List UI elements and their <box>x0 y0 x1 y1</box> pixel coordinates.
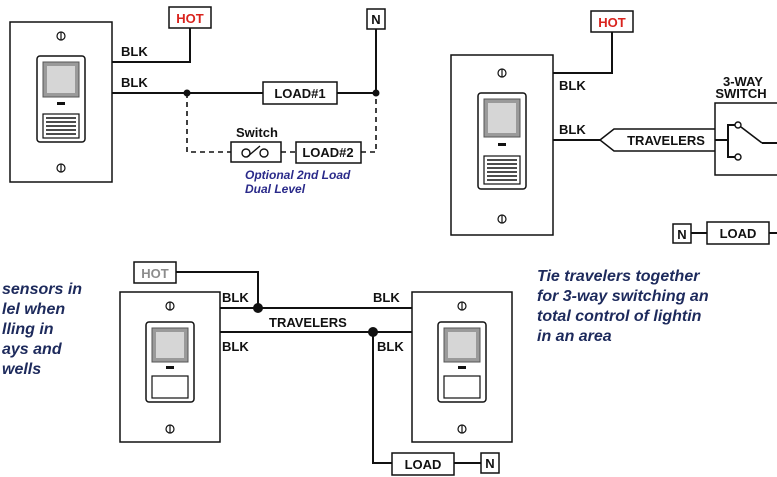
wire-hot-1 <box>112 28 191 63</box>
sensor-switch-4 <box>411 291 513 443</box>
hot-label-3: HOT <box>141 266 169 281</box>
wire-label-blk-2-bottom: BLK <box>559 122 586 137</box>
wire-label-blk-top: BLK <box>121 44 148 59</box>
caption-left-line4: ays and <box>2 341 63 358</box>
load-box-2: LOAD <box>706 221 770 245</box>
travelers-label-3: TRAVELERS <box>269 315 347 330</box>
wire-label-left-bottom: BLK <box>222 339 249 354</box>
optional-note-line1: Optional 2nd Load <box>245 168 351 182</box>
switch-symbol <box>230 141 282 163</box>
hot-terminal-2: HOT <box>590 10 634 33</box>
wire-label-blk-2-top: BLK <box>559 78 586 93</box>
travelers-label-2: TRAVELERS <box>627 133 705 148</box>
load1-label: LOAD#1 <box>274 86 325 101</box>
diagram-dual-sensor: HOT <box>119 261 513 476</box>
caption-left-line3: lling in <box>2 321 54 338</box>
wire-load-3 <box>372 332 392 464</box>
wire-optional-left <box>186 93 231 153</box>
hot-terminal-3: HOT <box>133 261 177 284</box>
wire-optional-right <box>361 93 377 153</box>
load-label-3: LOAD <box>405 457 442 472</box>
hot-label-2: HOT <box>598 15 626 30</box>
optional-note-line2: Dual Level <box>245 182 306 196</box>
load2-label: LOAD#2 <box>302 145 353 160</box>
caption-left-line2: lel when <box>2 301 65 318</box>
sensor-switch-3 <box>119 291 221 443</box>
diagram-three-way-switch: HOT BLK BLK TRAVELERS 3-WAY SWITCH N <box>450 10 777 245</box>
wire-hot-2 <box>553 32 613 74</box>
wire-hot-3 <box>176 271 259 308</box>
neutral-terminal-1: N <box>366 8 386 30</box>
caption-right-line1: Tie travelers together <box>537 268 700 285</box>
switch-label: Switch <box>236 125 278 140</box>
caption-right-line2: for 3-way switching an <box>537 288 709 305</box>
hot-label-1: HOT <box>176 11 204 26</box>
load2-box: LOAD#2 <box>295 141 362 164</box>
junction-dot-3a <box>253 303 263 313</box>
three-way-switch-symbol <box>714 102 777 176</box>
caption-right: Tie travelers together for 3-way switchi… <box>537 268 709 345</box>
wire-label-blk-bottom: BLK <box>121 75 148 90</box>
neutral-terminal-3: N <box>480 452 500 474</box>
wire-label-right-top: BLK <box>373 290 400 305</box>
wire-label-right-bottom: BLK <box>377 339 404 354</box>
three-way-label-line2: SWITCH <box>715 86 766 101</box>
caption-left: sensors in lel when lling in ays and wel… <box>2 281 82 378</box>
three-way-label-line1: 3-WAY <box>723 74 763 89</box>
neutral-label-1: N <box>371 12 380 27</box>
caption-right-line4: in an area <box>537 328 612 345</box>
load-label-2: LOAD <box>720 226 757 241</box>
load1-box: LOAD#1 <box>262 81 338 105</box>
caption-left-line5: wells <box>2 361 41 378</box>
neutral-terminal-2: N <box>672 223 692 244</box>
neutral-label-2: N <box>677 227 686 242</box>
hot-terminal-1: HOT <box>168 6 212 29</box>
sensor-switch-1 <box>9 21 113 183</box>
neutral-label-3: N <box>485 456 494 471</box>
travelers-arrow: TRAVELERS <box>598 128 718 152</box>
load-box-3: LOAD <box>391 452 455 476</box>
sensor-switch-2 <box>450 54 554 236</box>
diagram-single-pole: HOT N BLK BLK LOAD#1 Switch <box>9 6 386 196</box>
caption-left-line1: sensors in <box>2 281 82 298</box>
caption-right-line3: total control of lightin <box>537 308 702 325</box>
wire-label-left-top: BLK <box>222 290 249 305</box>
